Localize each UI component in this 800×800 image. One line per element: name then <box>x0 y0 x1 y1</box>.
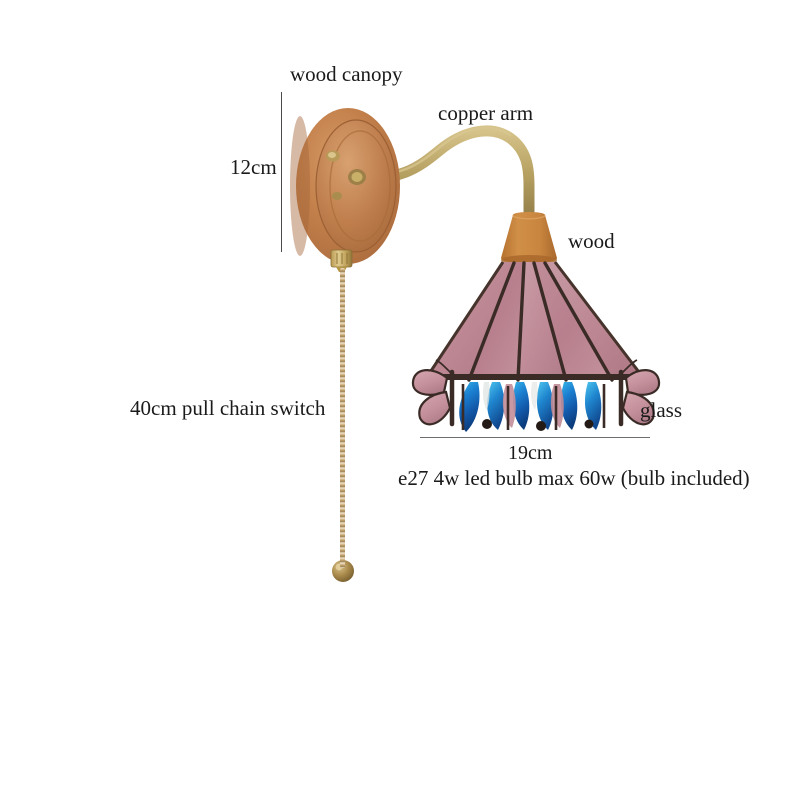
label-wood-canopy: wood canopy <box>290 62 403 86</box>
butterfly-right-graphic <box>618 359 661 427</box>
pull-chain <box>340 268 345 568</box>
label-bulb-spec: e27 4w led bulb max 60w (bulb included) <box>398 466 750 490</box>
label-glass: glass <box>640 398 682 422</box>
glass-shade-graphic <box>423 261 647 382</box>
butterfly-left-graphic <box>411 359 455 427</box>
label-width-dimension: 19cm <box>508 442 553 464</box>
wood-cap-graphic <box>501 212 557 265</box>
label-copper-arm: copper arm <box>438 101 534 125</box>
blue-wing-border-graphic <box>459 382 606 432</box>
height-dimension-line <box>281 92 282 252</box>
wood-canopy-graphic <box>290 108 400 264</box>
label-wood: wood <box>568 229 615 253</box>
label-pull-chain-switch: 40cm pull chain switch <box>130 396 326 420</box>
label-height-dimension: 12cm <box>230 155 277 179</box>
width-dimension-line <box>420 437 650 438</box>
